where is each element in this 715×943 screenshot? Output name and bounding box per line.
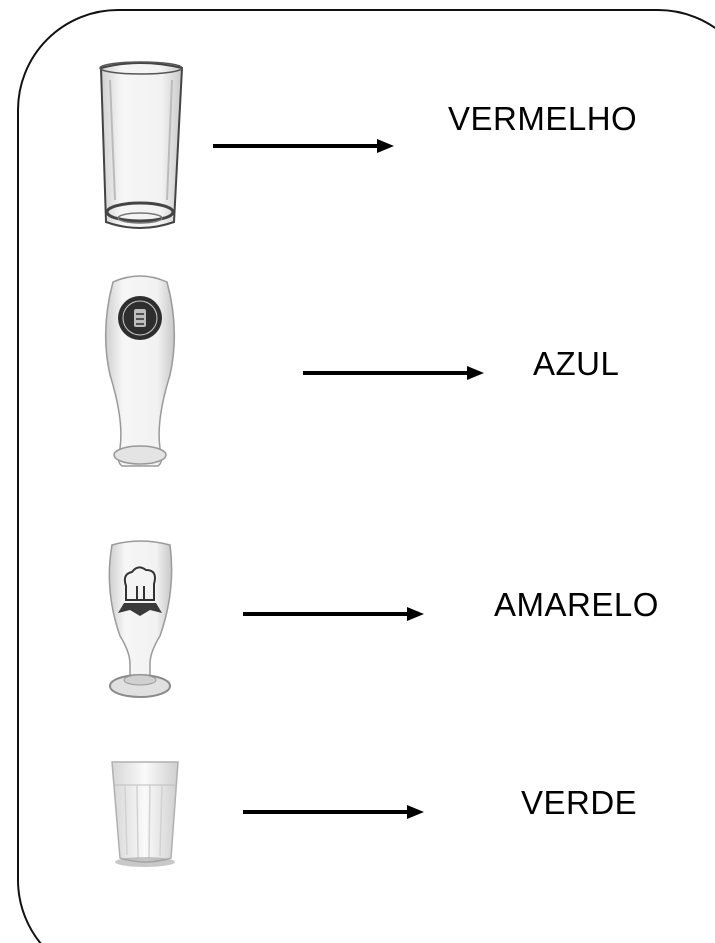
american-tumbler-glass-icon: [111, 761, 179, 867]
arrow-1: [303, 366, 484, 380]
arrow-3: [243, 805, 424, 819]
stemmed-beer-glass-icon: [108, 540, 173, 698]
arrow-0: [213, 139, 394, 153]
highball-glass-icon: [99, 61, 184, 229]
color-label-vermelho: VERMELHO: [448, 100, 638, 137]
color-label-azul: AZUL: [533, 345, 620, 382]
erdinger-logo: [118, 296, 162, 340]
chef-hat-logo: [118, 566, 162, 616]
weizen-glass-icon: [104, 275, 176, 467]
arrow-2: [243, 607, 424, 621]
color-label-amarelo: AMARELO: [494, 586, 659, 623]
color-label-verde: VERDE: [521, 784, 638, 821]
rounded-frame: [17, 9, 715, 943]
